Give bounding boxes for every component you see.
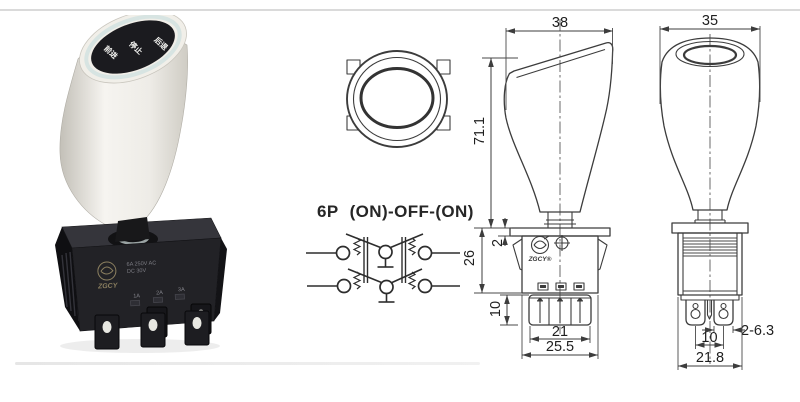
photo-ground-shadow-line — [15, 362, 480, 365]
svg-text:38: 38 — [552, 15, 568, 31]
switch-body-right-edge — [214, 238, 227, 321]
contact-arms — [345, 233, 424, 284]
dim-total-height: 71.1 — [472, 57, 518, 229]
front-mounting-clips — [512, 238, 608, 271]
side-shaft — [694, 210, 726, 223]
svg-text:10: 10 — [701, 330, 717, 346]
svg-text:2-6.3: 2-6.3 — [741, 323, 774, 339]
dim-knob-depth: 35 — [659, 14, 761, 104]
dim-flange-thickness: 2 — [490, 218, 512, 247]
contact-springs — [352, 237, 417, 290]
terminal-mark-2: 2A — [156, 290, 163, 296]
front-knob-outline — [503, 42, 614, 213]
dim-body-depth: 21.8 — [677, 297, 743, 370]
pivot-stubs — [377, 258, 395, 303]
front-pins — [536, 297, 584, 323]
svg-text:71.1: 71.1 — [472, 117, 488, 145]
dim-body-height: 26 — [462, 228, 522, 294]
knob-shaft — [115, 217, 150, 242]
product-photo: 前进 停止 后退 ZGCY 6A 250V AC DC 30V 1A — [55, 15, 227, 353]
knob-outline-middle — [352, 56, 442, 142]
side-knob-recess — [675, 40, 745, 68]
body-markings: ZGCY 6A 250V AC DC 30V 1A 2A 3A — [97, 260, 185, 307]
side-body-ribs — [683, 237, 737, 257]
terminal-leads — [306, 252, 460, 287]
dim-pin-span: 21 — [529, 324, 591, 343]
svg-text:21: 21 — [552, 324, 568, 340]
side-body — [677, 232, 743, 301]
terminal-circles — [335, 244, 433, 295]
side-view-drawing: 35 2-6.3 10 21.8 — [659, 14, 774, 370]
knob-outline-inner — [359, 67, 435, 129]
rating-text-2: DC 30V — [127, 268, 147, 275]
front-shaft — [544, 212, 576, 228]
dim-terminal-height: 10 — [488, 294, 529, 326]
front-body — [521, 235, 599, 294]
dim-terminal-pitch: 10 — [695, 326, 724, 349]
front-logo-text: ZGCY® — [528, 255, 552, 263]
side-knob-outline — [659, 37, 761, 211]
brand-logo-icon — [97, 261, 117, 281]
dim-terminal-width: 2-6.3 — [702, 323, 774, 339]
terminal-mark-1: 1A — [133, 293, 140, 299]
switch-function-label: (ON)-OFF-(ON) — [349, 202, 474, 221]
brand-logo-text: ZGCY — [97, 282, 119, 290]
circuit-diagram — [306, 233, 460, 303]
side-terminals — [685, 299, 734, 326]
top-divider-rule — [0, 9, 800, 11]
svg-text:26: 26 — [462, 250, 478, 266]
schematic-label: 6P (ON)-OFF-(ON) — [317, 202, 474, 222]
top-view-drawing — [346, 50, 451, 148]
terminals-front-row — [94, 310, 210, 350]
coupling-bars — [363, 237, 407, 283]
front-view-drawing: ZGCY® 38 71.1 — [462, 15, 614, 359]
svg-text:2: 2 — [490, 239, 506, 247]
svg-text:25.5: 25.5 — [546, 339, 574, 355]
front-body-logo: ZGCY® — [528, 235, 552, 263]
side-center-pin — [706, 300, 713, 320]
pole-count-label: 6P — [317, 202, 339, 221]
terminal-mark-3: 3A — [178, 287, 185, 293]
pivot-screw-icon — [554, 235, 570, 251]
knob-top: 前进 停止 后退 — [79, 15, 187, 84]
knob-black-face — [91, 20, 175, 74]
knob-accent-ring — [84, 15, 182, 80]
svg-text:35: 35 — [702, 14, 718, 29]
dim-body-width: 25.5 — [521, 295, 599, 359]
front-terminal-windows — [537, 282, 585, 291]
svg-text:21.8: 21.8 — [696, 350, 724, 366]
rating-text-1: 6A 250V AC — [126, 260, 156, 268]
dim-knob-width: 38 — [505, 15, 613, 110]
front-terminal-block — [528, 294, 592, 326]
svg-text:10: 10 — [488, 301, 504, 317]
